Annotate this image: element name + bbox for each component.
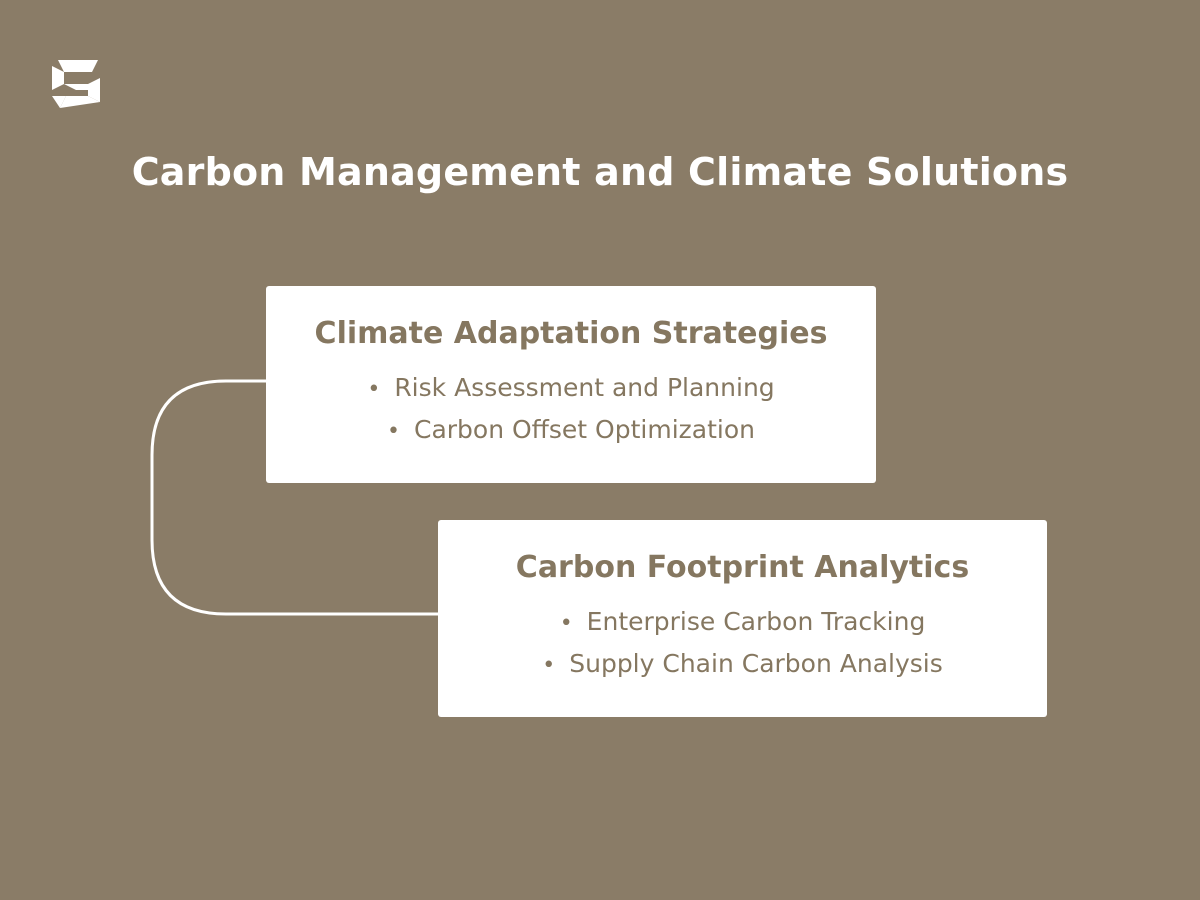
card-item-list: • Enterprise Carbon Tracking • Supply Chai… bbox=[438, 602, 1047, 686]
page-title: Carbon Management and Climate Solutions bbox=[131, 150, 1069, 194]
card-climate-adaptation: Climate Adaptation Strategies • Risk Asse… bbox=[266, 286, 876, 483]
bullet-icon: • bbox=[367, 377, 381, 402]
card-carbon-footprint: Carbon Footprint Analytics • Enterprise C… bbox=[438, 520, 1047, 717]
card-item-list: • Risk Assessment and Planning • Carbon Of… bbox=[266, 368, 876, 452]
list-item: • Risk Assessment and Planning bbox=[266, 368, 876, 410]
list-item: • Supply Chain Carbon Analysis bbox=[438, 644, 1047, 686]
list-item-label: Supply Chain Carbon Analysis bbox=[569, 649, 943, 678]
brand-logo-icon bbox=[48, 56, 104, 112]
bullet-icon: • bbox=[559, 611, 573, 636]
bullet-icon: • bbox=[387, 419, 400, 444]
list-item: • Carbon Offset Optimization bbox=[266, 410, 876, 452]
list-item-label: Enterprise Carbon Tracking bbox=[586, 607, 926, 636]
card-title: Carbon Footprint Analytics bbox=[515, 550, 970, 585]
list-item: • Enterprise Carbon Tracking bbox=[438, 602, 1047, 644]
bullet-icon: • bbox=[542, 653, 556, 678]
list-item-label: Risk Assessment and Planning bbox=[394, 373, 775, 402]
list-item-label: Carbon Offset Optimization bbox=[413, 415, 755, 444]
card-title: Climate Adaptation Strategies bbox=[314, 316, 828, 351]
